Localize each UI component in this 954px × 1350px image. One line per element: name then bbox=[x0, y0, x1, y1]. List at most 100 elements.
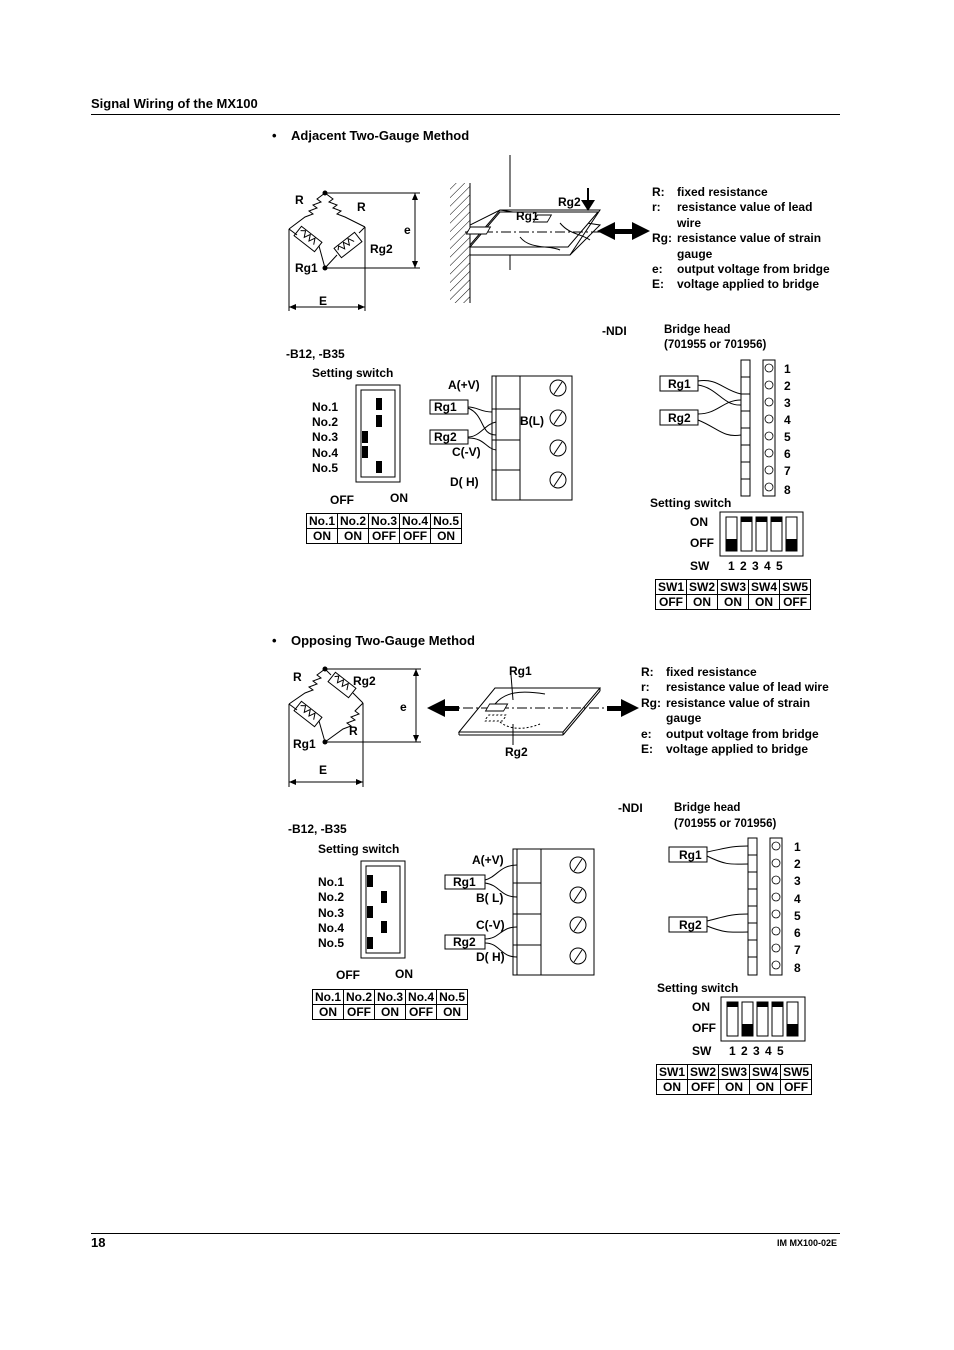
ndi1-pin5: 5 bbox=[784, 430, 791, 444]
plate2-label-rg2: Rg2 bbox=[505, 745, 528, 759]
ndi1-th2: SW2 bbox=[686, 579, 719, 595]
ndi1-sw-nums: 1 2 3 4 5 bbox=[728, 559, 783, 573]
plate2-label-rg1: Rg1 bbox=[509, 664, 532, 678]
ndi1-tv5: OFF bbox=[779, 594, 812, 610]
section2-title: Opposing Two-Gauge Method bbox=[291, 633, 475, 648]
legend2-key-E: E: bbox=[641, 742, 653, 757]
ndi1-tv1: OFF bbox=[654, 594, 688, 610]
ndi2-pin4: 4 bbox=[794, 892, 801, 906]
b12-1-tv4: OFF bbox=[399, 528, 432, 544]
b12-2-off: OFF bbox=[336, 968, 360, 982]
b12-2-th2: No.2 bbox=[343, 989, 376, 1005]
legend1-key-r: R: bbox=[652, 185, 665, 199]
ndi1-off: OFF bbox=[690, 536, 714, 550]
ndi2-rg2: Rg2 bbox=[679, 918, 702, 932]
b12-1-th1: No.1 bbox=[305, 513, 339, 529]
ndi2-settings-table: SW1 SW2 SW3 SW4 SW5 ON OFF ON ON OFF bbox=[655, 1064, 813, 1095]
section2-b12-diagram: -B12, -B35 Setting switch No.1 No.2 No.3… bbox=[288, 822, 595, 982]
legend1-val-e: output voltage from bridge bbox=[677, 262, 830, 277]
b12-2-tv4: OFF bbox=[405, 1004, 438, 1020]
legend2-val-E: voltage applied to bridge bbox=[666, 742, 809, 757]
ndi2-pin3: 3 bbox=[794, 874, 801, 888]
b12-1-no1: No.1 bbox=[312, 400, 338, 414]
ndi1-tv2: ON bbox=[686, 594, 719, 610]
b12-1-switch-label: Setting switch bbox=[312, 366, 393, 380]
bridge1-label-r-left: R bbox=[295, 193, 304, 207]
section1-ndi-diagram: -NDI Bridge head (701955 or 701956) Rg1 … bbox=[602, 324, 804, 573]
b12-2-term-b: B( L) bbox=[476, 891, 503, 905]
section2-plate-diagram: Rg1 Rg2 bbox=[427, 664, 639, 759]
ndi2-pin1: 1 bbox=[794, 840, 801, 854]
b12-2-no4: No.4 bbox=[318, 921, 344, 935]
bridge1-label-rg1: Rg1 bbox=[295, 261, 318, 275]
ndi2-rg1: Rg1 bbox=[679, 848, 702, 862]
b12-2-tv5: ON bbox=[436, 1004, 469, 1020]
ndi1-tv3: ON bbox=[717, 594, 750, 610]
ndi2-th2: SW2 bbox=[687, 1064, 720, 1080]
ndi2-pin2: 2 bbox=[794, 857, 801, 871]
ndi1-title: -NDI bbox=[602, 324, 627, 338]
b12-1-tv2: ON bbox=[337, 528, 370, 544]
ndi1-th4: SW4 bbox=[748, 579, 781, 595]
b12-2-term-c: C(-V) bbox=[476, 918, 505, 932]
b12-1-term-c: C(-V) bbox=[452, 445, 481, 459]
ndi1-pin6: 6 bbox=[784, 447, 791, 461]
b12-1-on: ON bbox=[390, 491, 408, 505]
ndi2-pin8: 8 bbox=[794, 961, 801, 975]
section2-legend: R:fixed resistance r:resistance value of… bbox=[641, 665, 851, 757]
b12-2-switch-label: Setting switch bbox=[318, 842, 399, 856]
legend2-key-lead: r: bbox=[641, 680, 650, 695]
page-number: 18 bbox=[91, 1235, 106, 1250]
ndi1-on: ON bbox=[690, 515, 708, 529]
ndi2-switch-label: Setting switch bbox=[657, 981, 738, 995]
ndi1-pin8: 8 bbox=[784, 483, 791, 497]
b12-2-th3: No.3 bbox=[374, 989, 407, 1005]
b12-1-term-rg1: Rg1 bbox=[434, 400, 457, 414]
b12-2-no1: No.1 bbox=[318, 875, 344, 889]
ndi2-off: OFF bbox=[692, 1021, 716, 1035]
legend1-val-r: fixed resistance bbox=[677, 185, 768, 199]
legend1-key-lead: r: bbox=[652, 200, 661, 215]
section1-title: Adjacent Two-Gauge Method bbox=[291, 128, 470, 143]
section1-bridge-diagram: R R Rg2 Rg1 e E bbox=[288, 190, 420, 311]
b12-2-term-rg2: Rg2 bbox=[453, 935, 476, 949]
b12-1-th3: No.3 bbox=[368, 513, 401, 529]
b12-2-title: -B12, -B35 bbox=[288, 822, 347, 836]
ndi1-bridge-head: Bridge head bbox=[664, 324, 730, 336]
section1-b12-diagram: -B12, -B35 Setting switch No.1 No.2 No.3… bbox=[286, 347, 573, 507]
ndi2-tv5: OFF bbox=[780, 1079, 813, 1095]
b12-1-th4: No.4 bbox=[399, 513, 432, 529]
ndi2-th3: SW3 bbox=[718, 1064, 751, 1080]
b12-1-term-b: B(L) bbox=[520, 414, 544, 428]
b12-1-term-a: A(+V) bbox=[448, 378, 480, 392]
legend2-val-rg: resistance value of strain gauge bbox=[666, 695, 811, 726]
b12-1-settings-table: No.1 No.2 No.3 No.4 No.5 ON ON OFF OFF O… bbox=[305, 513, 463, 544]
legend2-key-e: e: bbox=[641, 726, 652, 741]
bridge2-label-rg1: Rg1 bbox=[293, 737, 316, 751]
b12-1-th5: No.5 bbox=[430, 513, 463, 529]
ndi2-sw: SW bbox=[692, 1044, 712, 1058]
ndi2-tv4: ON bbox=[749, 1079, 782, 1095]
b12-1-no2: No.2 bbox=[312, 415, 338, 429]
section1-legend: R: fixed resistance r: resistance value of… bbox=[652, 185, 852, 293]
ndi1-pin1: 1 bbox=[784, 362, 791, 376]
bridge2-label-r-right: R bbox=[349, 724, 358, 738]
legend2-key-rg: Rg: bbox=[641, 695, 661, 710]
bridge2-label-E: E bbox=[319, 763, 327, 777]
legend1-key-rg: Rg: bbox=[652, 231, 672, 246]
footer-rule bbox=[91, 1233, 840, 1234]
legend2-val-r: fixed resistance bbox=[666, 665, 757, 679]
b12-1-term-d: D( H) bbox=[450, 475, 479, 489]
beam1-label-rg2: Rg2 bbox=[558, 195, 581, 209]
legend1-val-rg: resistance value of strain gauge bbox=[677, 231, 822, 261]
b12-2-term-rg1: Rg1 bbox=[453, 875, 476, 889]
b12-1-th2: No.2 bbox=[337, 513, 370, 529]
ndi1-rg2: Rg2 bbox=[668, 411, 691, 425]
ndi1-model: (701955 or 701956) bbox=[664, 339, 766, 351]
ndi2-th4: SW4 bbox=[749, 1064, 782, 1080]
beam1-label-rg1: Rg1 bbox=[516, 209, 539, 223]
ndi1-pin4: 4 bbox=[784, 413, 791, 427]
b12-2-tv1: ON bbox=[311, 1004, 345, 1020]
legend1-val-lead: resistance value of lead wire bbox=[677, 200, 813, 230]
bridge1-label-e: e bbox=[404, 223, 411, 237]
